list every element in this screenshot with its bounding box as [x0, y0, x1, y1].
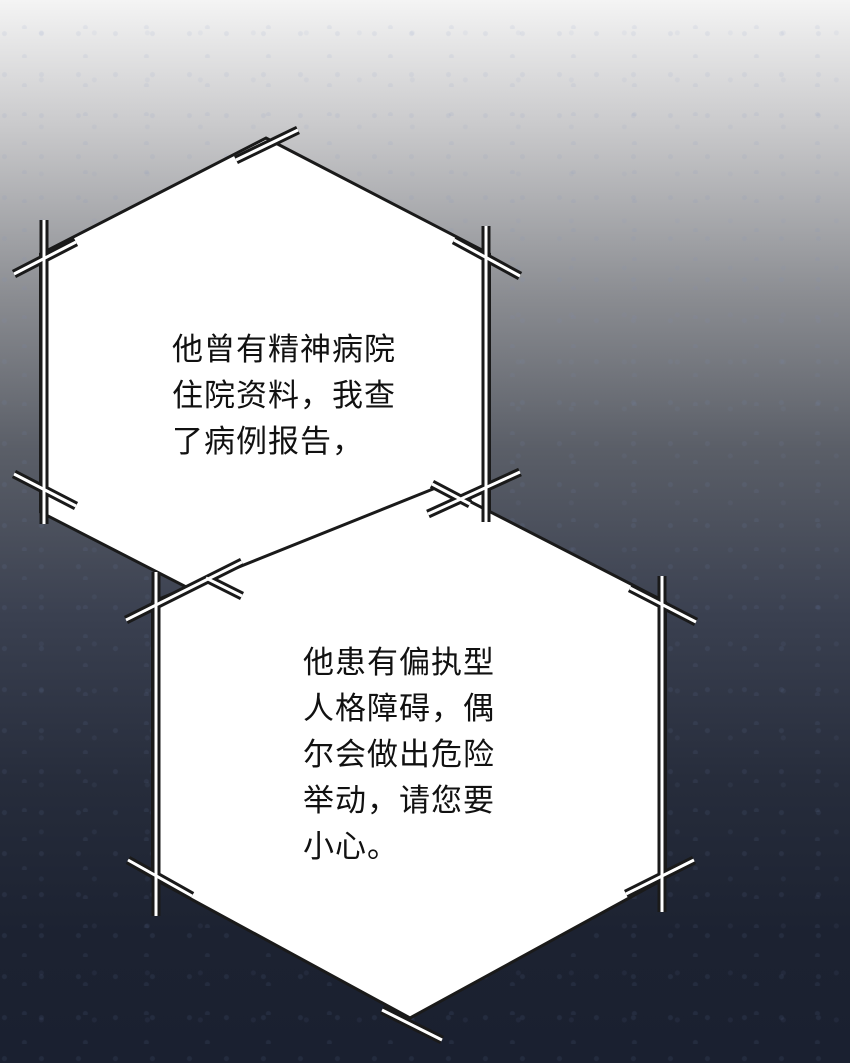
speech-line: 他曾有精神病院	[172, 332, 396, 368]
speech-line: 了病例报告，	[172, 424, 364, 460]
hexagon-bubble-2	[151, 484, 667, 1020]
speech-line: 尔会做出危险	[303, 737, 495, 773]
speech-text-2: 他患有偏执型 人格障碍，偶 尔会做出危险 举动，请您要 小心。	[303, 640, 495, 870]
speech-line: 举动，请您要	[303, 783, 495, 819]
speech-line: 人格障碍，偶	[303, 691, 495, 727]
corner-cross-highlights	[13, 128, 697, 1042]
speech-line: 小心。	[303, 829, 399, 865]
speech-line: 住院资料，我查	[172, 378, 396, 414]
speech-line: 他患有偏执型	[303, 645, 495, 681]
speech-text-1: 他曾有精神病院 住院资料，我查 了病例报告，	[172, 327, 396, 465]
